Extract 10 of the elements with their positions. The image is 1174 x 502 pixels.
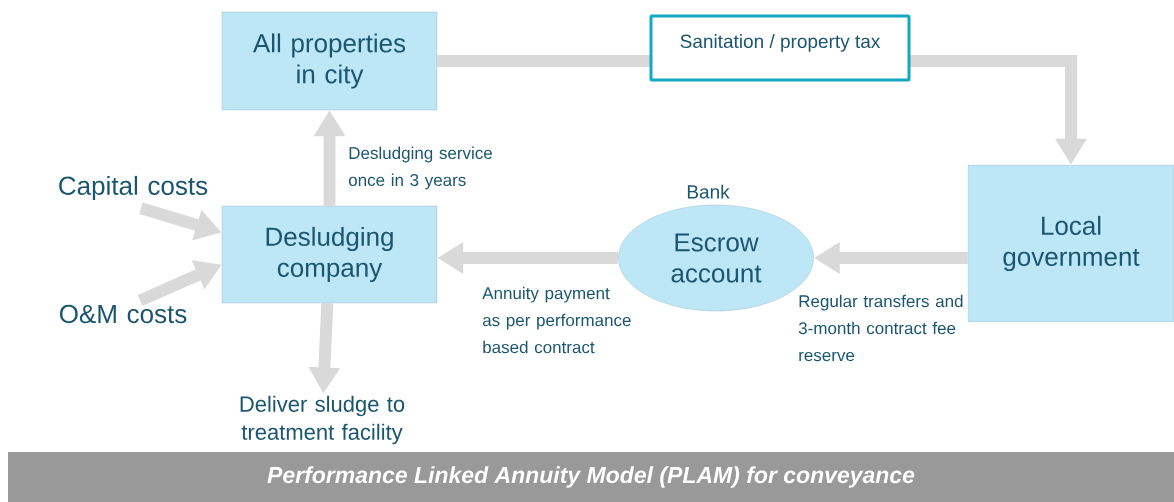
outcome-label: Deliver sludge to treatment facility [240,395,405,445]
cost-label: O&M costs [59,304,187,324]
process-box: Desludging company [221,205,438,304]
process-box: All properties in city [221,11,438,111]
caption-bar: Performance Linked Annuity Model (PLAM) for conveyance [8,452,1174,502]
cost-label: Capital costs [59,175,208,201]
edge-label: Desludging service once in 3 years [348,146,492,190]
side-label: Bank [687,184,730,199]
process-box: Local government [967,164,1174,323]
framed-edge-label: Sanitation / property tax [649,14,911,82]
